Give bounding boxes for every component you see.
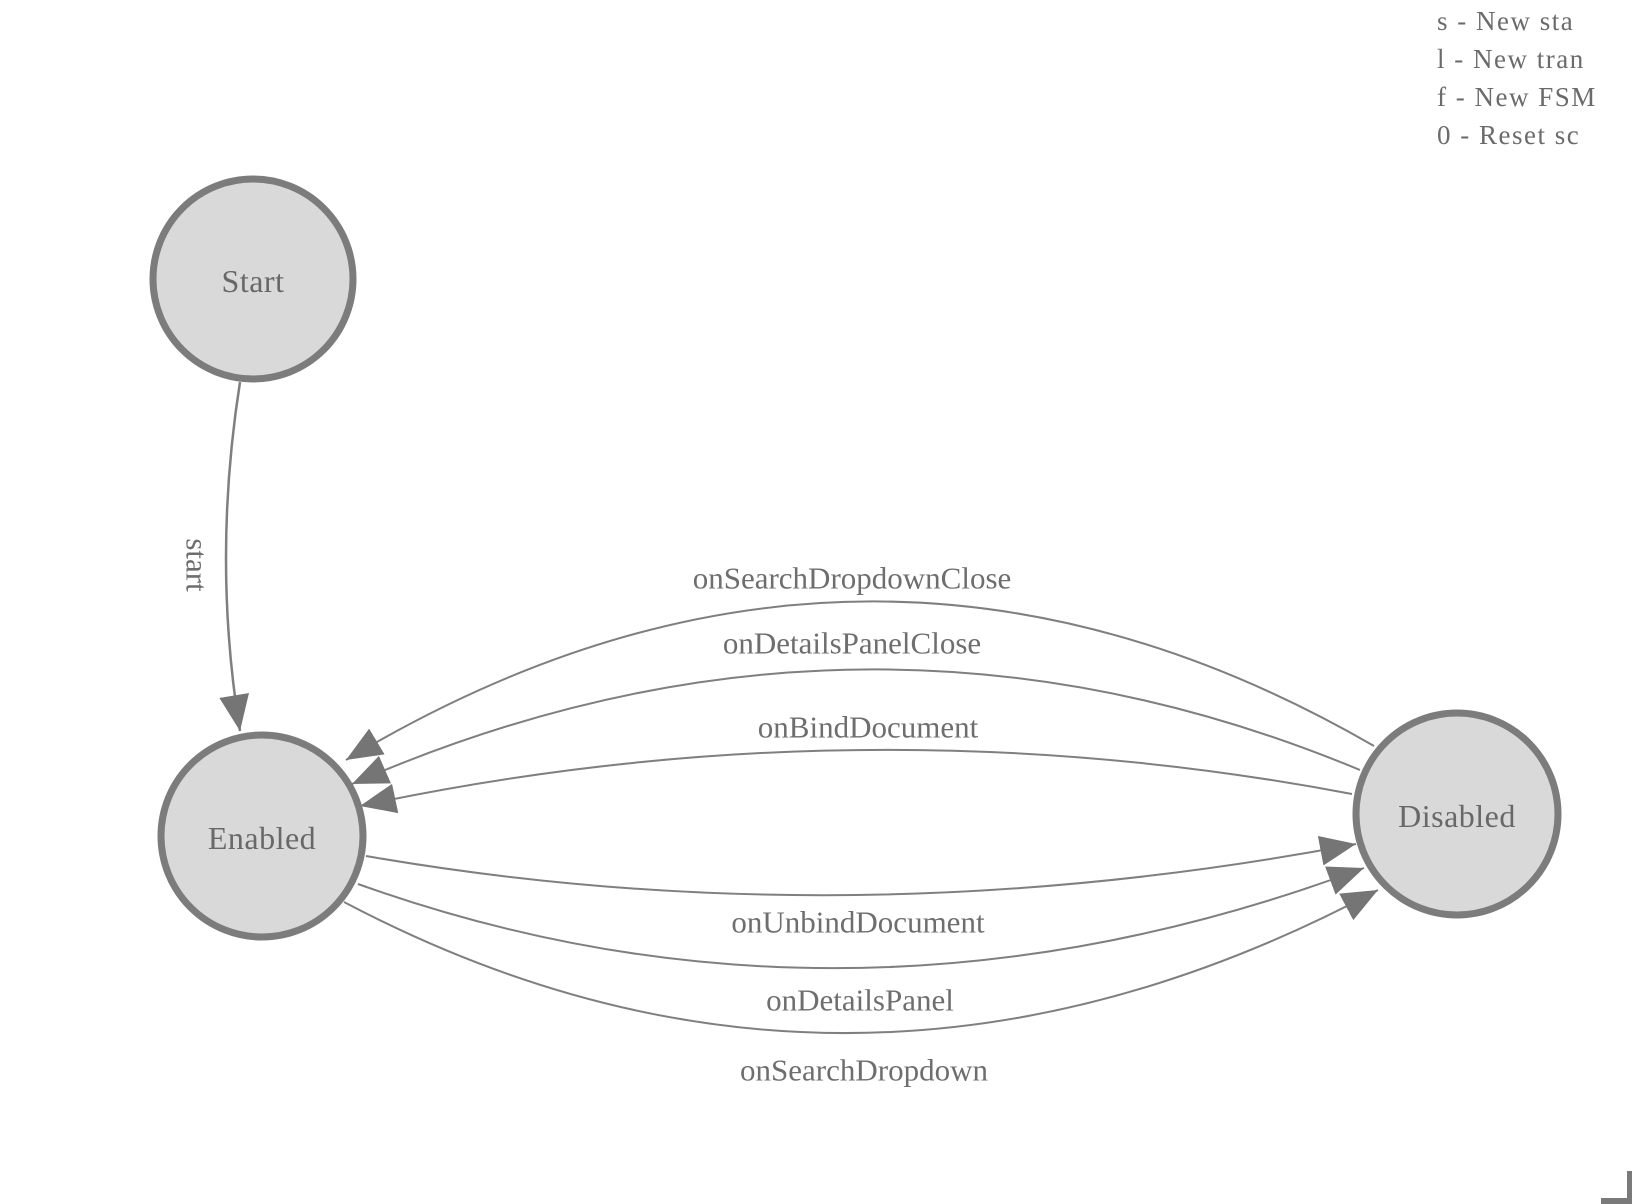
transition-label-onBindDocument: onBindDocument [758, 710, 979, 745]
transition-label-onSearchDropdown: onSearchDropdown [740, 1053, 988, 1088]
state-node-disabled[interactable]: Disabled [1352, 709, 1562, 919]
transition-label-onSearchDropdownClose: onSearchDropdownClose [693, 561, 1012, 596]
shortcut-line-new-transition: l - New tran [1437, 44, 1585, 74]
shortcut-legend: s - New sta l - New tran f - New FSM 0 -… [1437, 2, 1597, 154]
state-node-enabled[interactable]: Enabled [157, 731, 367, 941]
transition-edge-onDetailsPanel[interactable] [357, 866, 1365, 970]
transitions-layer: start onSearchDropdownClose onDetailsPan… [180, 381, 1379, 1088]
shortcut-line-reset: 0 - Reset sc [1437, 120, 1581, 150]
state-circle-enabled[interactable] [157, 731, 367, 941]
transition-label-onDetailsPanelClose: onDetailsPanelClose [723, 626, 981, 661]
state-circle-start[interactable] [149, 175, 357, 383]
shortcut-line-new-fsm: f - New FSM [1437, 82, 1597, 112]
corner-bracket-vertical [1627, 1171, 1632, 1204]
corner-bracket [1601, 1171, 1632, 1204]
shortcut-line-new-state: s - New sta [1437, 6, 1575, 36]
transition-edge-onDetailsPanelClose[interactable] [351, 668, 1361, 785]
state-node-start[interactable]: Start [149, 175, 357, 383]
transition-label-start: start [180, 538, 215, 592]
state-circle-disabled[interactable] [1352, 709, 1562, 919]
transition-edge-onSearchDropdown[interactable] [343, 889, 1379, 1034]
transition-label-onDetailsPanel: onDetailsPanel [766, 983, 954, 1018]
corner-bracket-horizontal [1601, 1198, 1632, 1204]
transition-edge-onBindDocument[interactable] [359, 748, 1353, 814]
transition-edge-onSearchDropdownClose[interactable] [345, 600, 1375, 761]
transition-edge-start[interactable] [219, 381, 249, 732]
transition-edge-onUnbindDocument[interactable] [365, 835, 1357, 897]
transition-label-onUnbindDocument: onUnbindDocument [731, 905, 985, 940]
